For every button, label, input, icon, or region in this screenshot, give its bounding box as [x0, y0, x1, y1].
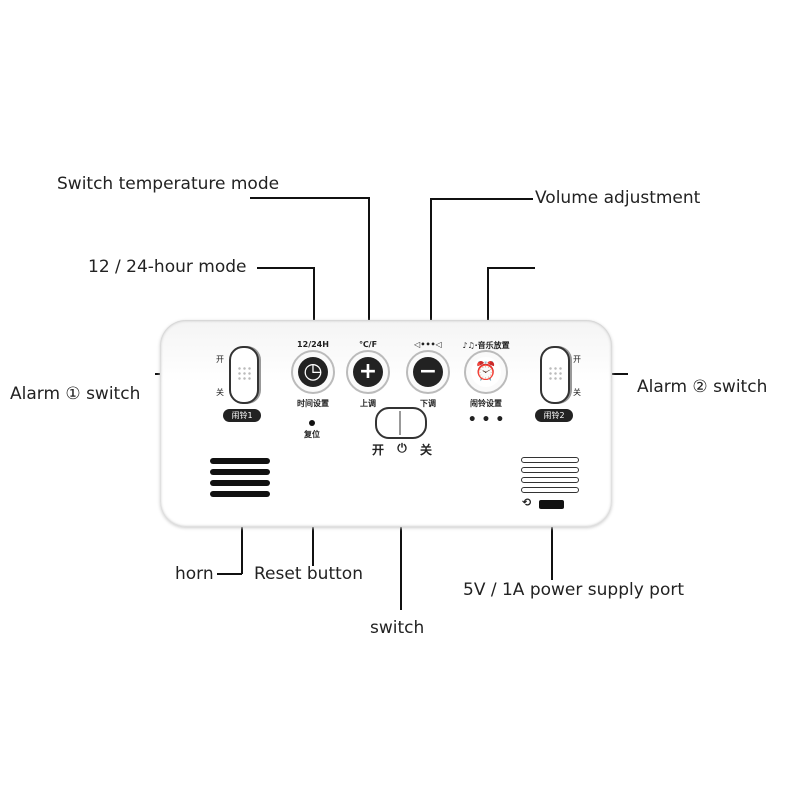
alarm2-off-label: 关	[573, 388, 581, 397]
leader-line	[430, 198, 533, 200]
volume-label: ◁•••◁	[414, 340, 442, 349]
reset-label: 复位	[304, 430, 320, 439]
reset-button[interactable]	[309, 420, 315, 426]
leader-line	[400, 462, 402, 610]
hour-mode-label: 12/24H	[297, 340, 329, 349]
usb-power-port[interactable]	[539, 500, 564, 509]
indicator-dots: • • •	[467, 412, 505, 428]
power-off-label: 关	[419, 443, 432, 457]
alarm1-off-label: 关	[216, 388, 224, 397]
callout-volume: Volume adjustment	[535, 188, 701, 208]
up-button[interactable]: +	[346, 350, 390, 394]
alarm1-on-label: 开	[216, 355, 224, 364]
leader-line	[250, 197, 368, 199]
leader-line	[551, 510, 553, 580]
callout-reset: Reset button	[254, 564, 363, 584]
alarm2-switch[interactable]	[540, 346, 570, 404]
leader-line	[487, 267, 535, 269]
leader-line	[217, 573, 242, 575]
up-label: 上调	[360, 399, 376, 408]
minus-icon: −	[413, 357, 443, 387]
alarm1-badge: 闹铃1	[223, 409, 261, 422]
callout-alarm1: Alarm ① switch	[10, 384, 141, 404]
temp-mode-label: ℃/F	[358, 340, 378, 349]
alarm2-badge: 闹铃2	[535, 409, 573, 422]
alarm2-on-label: 开	[573, 355, 581, 364]
leader-line	[368, 197, 370, 345]
power-icon: ⏻	[397, 441, 407, 455]
leader-line	[430, 198, 432, 340]
down-label: 下调	[420, 399, 436, 408]
callout-horn: horn	[175, 564, 214, 584]
callout-alarm2: Alarm ② switch	[637, 377, 768, 397]
clock-icon: ◷	[298, 357, 328, 387]
alarm1-switch[interactable]	[229, 346, 259, 404]
usb-icon: ⟲	[522, 496, 532, 509]
callout-hour-mode: 12 / 24-hour mode	[88, 257, 247, 277]
music-label: ♪♫·音乐放置	[462, 341, 510, 350]
power-switch[interactable]	[375, 407, 427, 439]
leader-line	[487, 267, 489, 345]
alarm-set-button[interactable]: ⏰	[464, 350, 508, 394]
alarm-clock-icon: ⏰	[471, 357, 501, 387]
leader-line	[241, 497, 243, 574]
time-set-label: 时间设置	[297, 399, 329, 408]
plus-icon: +	[353, 357, 383, 387]
callout-temperature-mode: Switch temperature mode	[57, 174, 280, 194]
leader-line	[313, 267, 315, 340]
leader-line	[257, 267, 313, 269]
callout-power: 5V / 1A power supply port	[463, 580, 685, 600]
callout-switch: switch	[370, 618, 425, 638]
down-button[interactable]: −	[406, 350, 450, 394]
alarm-set-label: 闹铃设置	[470, 399, 502, 408]
time-set-button[interactable]: ◷	[291, 350, 335, 394]
power-on-label: 开	[372, 443, 385, 457]
